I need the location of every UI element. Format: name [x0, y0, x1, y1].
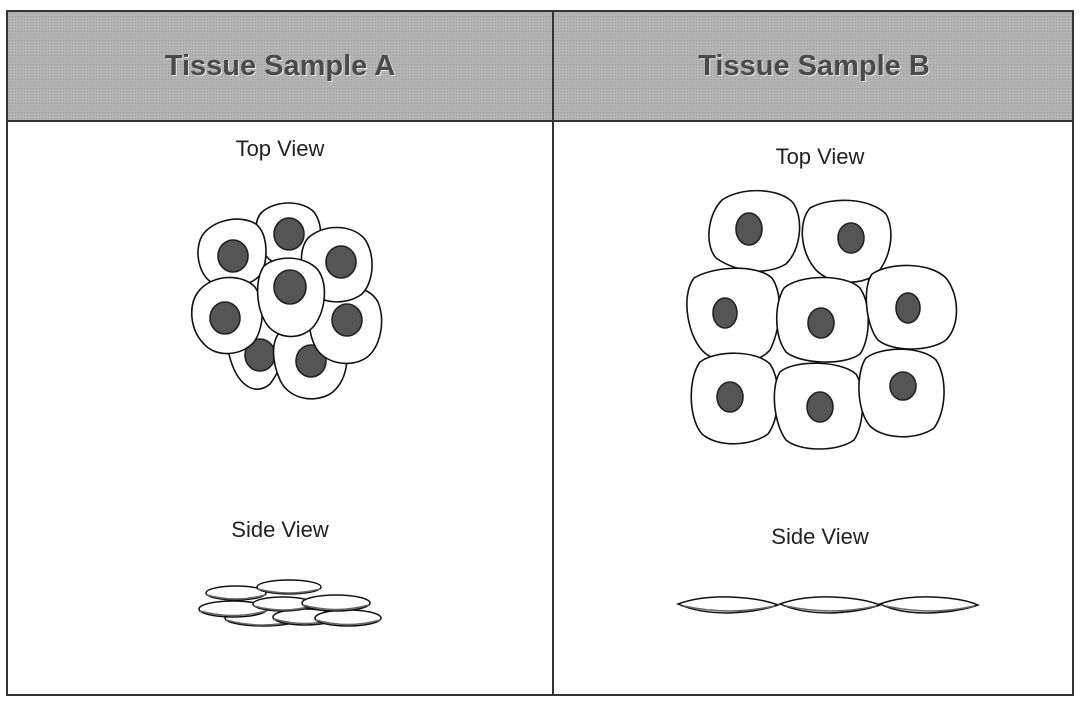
cell-side [678, 597, 778, 613]
cell [709, 191, 800, 271]
cell [774, 363, 862, 449]
sample-a-top-view-cells [192, 203, 382, 399]
cell [866, 265, 956, 349]
cell [687, 268, 780, 362]
cell [198, 219, 266, 287]
cell [777, 278, 869, 363]
cell-side [780, 597, 880, 613]
cell-side [880, 597, 978, 613]
cell [859, 349, 944, 437]
cell-side [315, 610, 381, 626]
cell [258, 258, 325, 336]
cell [192, 277, 263, 353]
sample-a-side-view-cells [199, 580, 381, 626]
sample-b-side-view-cells [678, 597, 978, 613]
cell [691, 353, 778, 444]
cell [802, 200, 891, 282]
sample-b-top-view-cells [687, 191, 957, 449]
cell-side [302, 595, 370, 611]
cell-side [257, 580, 321, 594]
